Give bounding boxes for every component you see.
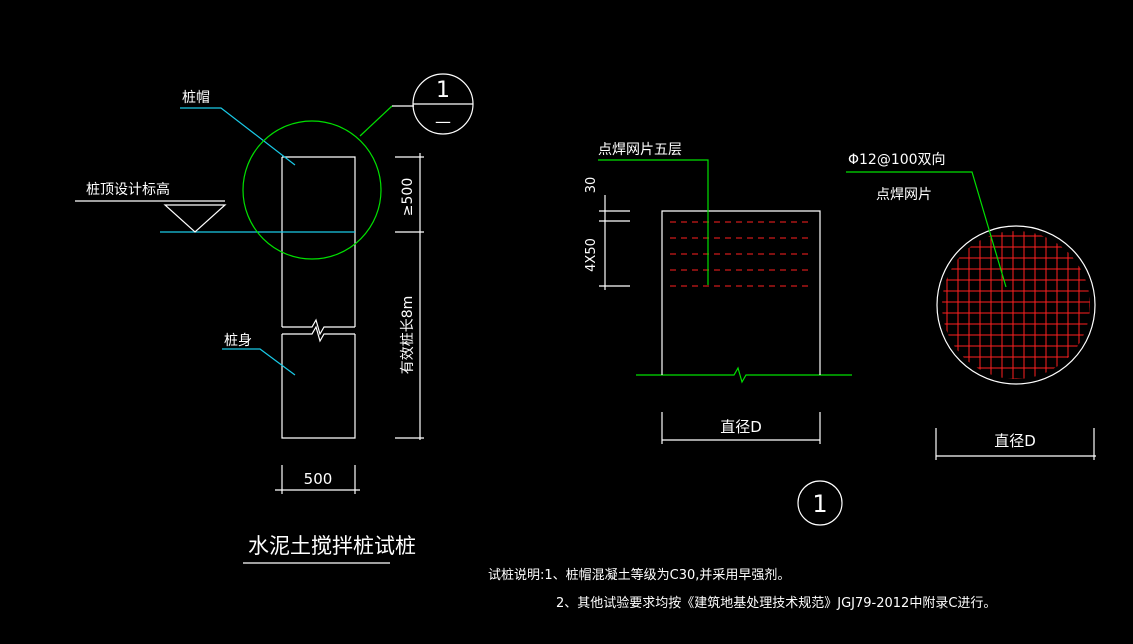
mesh-layers-label: 点焊网片五层 [598,142,682,158]
detail-ref-sheet: — [435,112,451,131]
rebar-spec-label: Φ12@100双向 [848,152,946,168]
detail-ref-number: 1 [436,78,450,103]
plan-diameter-label: 直径D [994,432,1036,450]
plan-mesh-label: 点焊网片 [876,187,932,203]
pile-break-line-lower [282,325,355,343]
pile-break-line [282,318,355,336]
pile-cap-outline [281,156,356,327]
detail-callout-leader [359,105,393,137]
body-label: 桩身 [224,332,252,349]
rebar-label-leader [846,171,1007,288]
pile-elevation: 桩顶设计标高 桩帽 桩身 1 — ≥500 有效桩长8m 500 水泥土搅拌桩试… [75,73,474,564]
cap-label-leader [180,107,296,166]
detail-number-circle [797,480,843,526]
detail-callout-circle [242,120,382,260]
dim-cap-height: ≥500 [400,178,416,216]
section-diameter-label: 直径D [720,418,762,436]
cap-label: 桩帽 [182,89,210,106]
cap-outline [661,210,821,375]
dim-pile-length: 有效桩长8m [399,296,416,375]
detail-number: 1 [812,490,827,518]
dim-mesh-spacing: 4X50 [584,238,599,272]
mesh-label-leader [598,159,709,285]
dim-pile-width: 500 [304,470,333,488]
note-line-2: 2、其他试验要求均按《建筑地基处理技术规范》JGJ79-2012中附录C进行。 [556,595,996,611]
pile-body-outline [281,334,356,439]
diagram-title: 水泥土搅拌桩试桩 [248,534,416,558]
mesh-plan: Φ12@100双向 点焊网片 直径D [846,152,1096,460]
top-elevation-label: 桩顶设计标高 [86,181,170,198]
dim-top-cover: 30 [584,177,599,194]
note-line-1: 试桩说明:1、桩帽混凝土等级为C30,并采用早强剂。 [488,567,790,583]
plan-outline-circle [936,225,1096,385]
elevation-triangle-symbol [163,204,227,233]
cap-section: 点焊网片五层 30 4X50 直径D 1 [584,142,852,526]
mesh-layers [670,221,812,287]
ground-line [636,366,852,384]
body-label-leader [222,348,296,376]
